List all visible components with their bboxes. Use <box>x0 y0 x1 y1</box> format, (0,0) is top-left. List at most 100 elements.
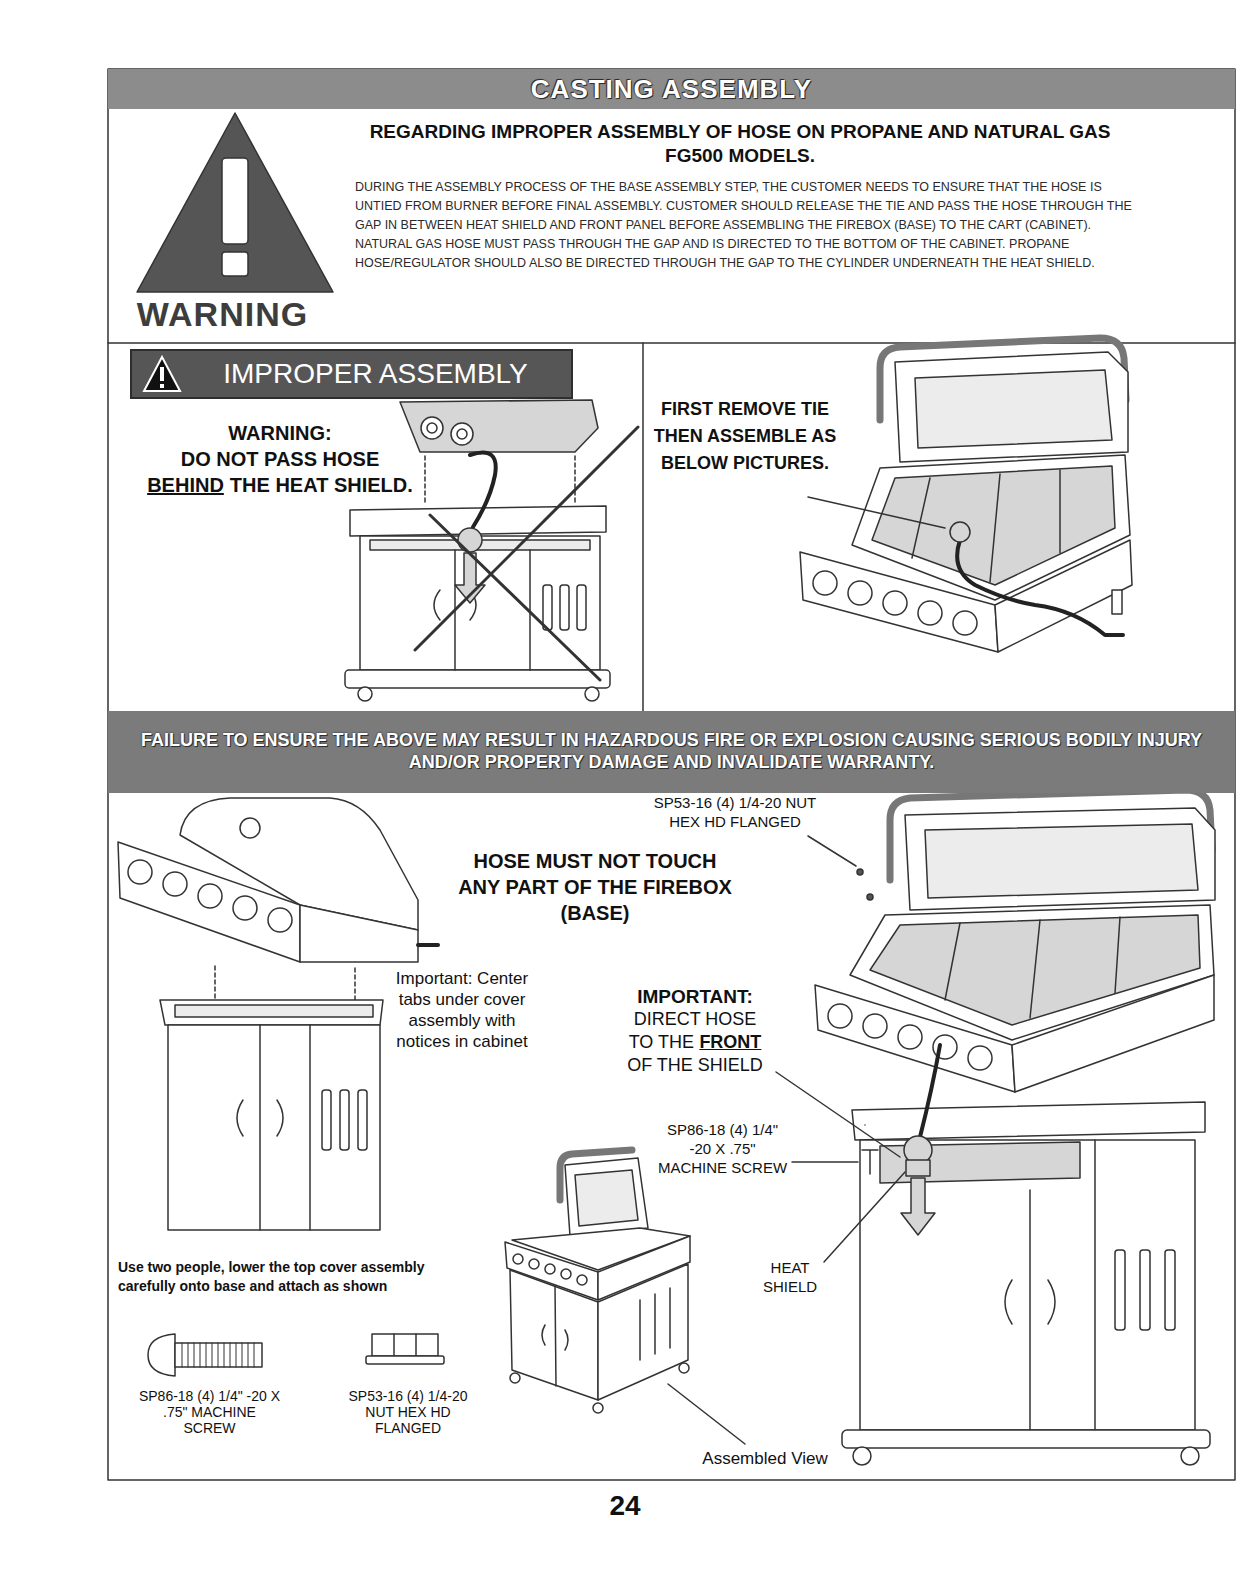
screw-icon-part <box>148 1334 175 1376</box>
cabinet-part <box>852 1102 1205 1140</box>
open-cabinet-part <box>277 1100 283 1136</box>
open-grill-part <box>912 478 930 558</box>
assembled-grill-part <box>545 1264 555 1274</box>
page-number-row: 24 <box>570 1490 680 1522</box>
open-grill-part <box>808 497 945 528</box>
nut-icon-part <box>372 1334 438 1356</box>
part-label: SP53-16 (4) 1/4-20 NUT HEX HD FLANGED <box>333 1388 483 1436</box>
important-note: OF THE SHIELD <box>627 1054 763 1077</box>
leader-lines-part <box>862 1150 878 1174</box>
assembled-grill-part <box>679 1363 689 1373</box>
improper-cabinet-part <box>434 590 440 620</box>
cabinet-part <box>1181 1447 1199 1465</box>
cabinet-part <box>1048 1280 1055 1324</box>
warning-triangle-part <box>222 252 248 276</box>
page-frame-part <box>642 343 644 711</box>
improper-grill-fragment-part <box>424 456 426 505</box>
cabinet-part <box>1094 1140 1096 1430</box>
open-grill-part <box>1059 470 1061 553</box>
band-text: FAILURE TO ENSURE THE ABOVE MAY RESULT I… <box>122 730 1221 773</box>
warning-heading: REGARDING IMPROPER ASSEMBLY OF HOSE ON P… <box>345 120 1135 168</box>
cover-assembly-part <box>240 818 260 838</box>
important-note-row: OF THE SHIELD <box>600 1054 790 1077</box>
warning-note-row: WARNING: <box>150 420 410 446</box>
important-note-row: DIRECT HOSE <box>600 1008 790 1031</box>
warning-note: THE HEAT SHIELD. <box>230 472 413 498</box>
warning-note-row: BEHINDTHE HEAT SHIELD. <box>140 472 420 498</box>
exploded-grill-part <box>1030 920 1040 1018</box>
open-grill-part <box>915 370 1112 448</box>
warning-band: IMPROPER ASSEMBLY <box>130 349 573 399</box>
caution-note-row: HOSE MUST NOT TOUCH ANY PART OF THE FIRE… <box>455 848 735 926</box>
cover-assembly-part <box>233 896 257 920</box>
exploded-grill-part <box>945 923 960 1000</box>
improper-grill-fragment-part <box>574 456 576 503</box>
band-text: IMPROPER ASSEMBLY <box>223 358 527 390</box>
open-cabinet-part <box>309 1025 311 1230</box>
open-grill <box>800 338 1132 652</box>
exploded-grill-part <box>867 894 873 900</box>
improper-grill-fragment-part <box>427 423 437 433</box>
cabinet-part <box>1029 1190 1031 1430</box>
cabinet-part <box>860 1140 1195 1430</box>
improper-hose <box>455 453 496 604</box>
exploded-grill-part <box>828 1004 852 1028</box>
page-frame-part <box>108 69 1235 1480</box>
warning-body-row: DURING THE ASSEMBLY PROCESS OF THE BASE … <box>355 178 1137 273</box>
important-note-row: IMPORTANT: <box>600 985 790 1008</box>
page-frame <box>108 69 1235 1480</box>
hazard-band: FAILURE TO ENSURE THE ABOVE MAY RESULT I… <box>108 711 1235 793</box>
open-cabinet-part <box>237 1100 243 1136</box>
assembled-grill-part <box>565 1158 648 1236</box>
open-cabinet-part <box>259 1025 261 1230</box>
nut-icon <box>366 1334 444 1364</box>
open-grill-part <box>883 591 907 615</box>
cabinet <box>842 1102 1210 1465</box>
tab-note: Important: Center tabs under cover assem… <box>392 968 532 1052</box>
open-grill-part <box>990 474 1000 582</box>
improper-cabinet-part <box>345 670 610 688</box>
warning-word: WARNING <box>137 294 308 334</box>
assembly-note-row: Use two people, lower the top cover asse… <box>118 1258 438 1296</box>
leader-lines-part <box>792 1161 858 1163</box>
assembled-grill-part <box>669 1288 671 1348</box>
assembled-grill-part <box>561 1269 571 1279</box>
warning-note: WARNING: <box>228 420 331 446</box>
improper-cabinet-part <box>585 687 599 701</box>
warning-note-row: DO NOT PASS HOSE <box>150 446 410 472</box>
instruction-note-row: FIRST REMOVE TIE THEN ASSEMBLE AS BELOW … <box>640 396 850 477</box>
improper-cabinet <box>345 506 610 701</box>
part-label-row: SP53-16 (4) 1/4-20 NUT HEX HD FLANGED <box>650 793 820 831</box>
cover-assembly-part <box>300 905 418 962</box>
nut-icon-part <box>415 1334 417 1356</box>
open-cabinet-part <box>175 1005 373 1017</box>
warning-icon-dot <box>160 384 164 388</box>
cover-assembly-part <box>268 908 292 932</box>
open-grill-part <box>950 522 970 542</box>
exploded-grill-part <box>905 808 1215 910</box>
caution-note: HOSE MUST NOT TOUCH ANY PART OF THE FIRE… <box>455 848 735 926</box>
improper-cabinet-part <box>543 585 552 630</box>
open-grill-part <box>957 540 1123 635</box>
assembled-grill <box>505 1150 690 1413</box>
screw-icon-part <box>175 1343 262 1367</box>
cover-assembly <box>118 798 438 1022</box>
improper-grill-fragment-part <box>457 429 467 439</box>
warning-triangle-part <box>137 113 333 292</box>
exploded-grill-part <box>863 1014 887 1038</box>
warning-note: BEHIND <box>147 472 224 498</box>
warning-heading-row: REGARDING IMPROPER ASSEMBLY OF HOSE ON P… <box>345 120 1135 168</box>
cabinet-part <box>853 1447 871 1465</box>
open-grill-part <box>813 571 837 595</box>
cabinet-part <box>1115 1250 1125 1330</box>
part-label: SP86-18 (4) 1/4" -20 X .75" MACHINE SCRE… <box>655 1120 790 1177</box>
exploded-grill-part <box>815 985 1015 1092</box>
assembled-grill-part <box>654 1294 656 1354</box>
important-note: TO THE <box>629 1031 694 1054</box>
part-label-row: HEAT SHIELD <box>755 1258 825 1296</box>
part-label: HEAT SHIELD <box>755 1258 825 1296</box>
nut-icon-part <box>366 1356 444 1364</box>
warning-triangle-part <box>222 158 248 244</box>
cabinet-part <box>1165 1250 1175 1330</box>
